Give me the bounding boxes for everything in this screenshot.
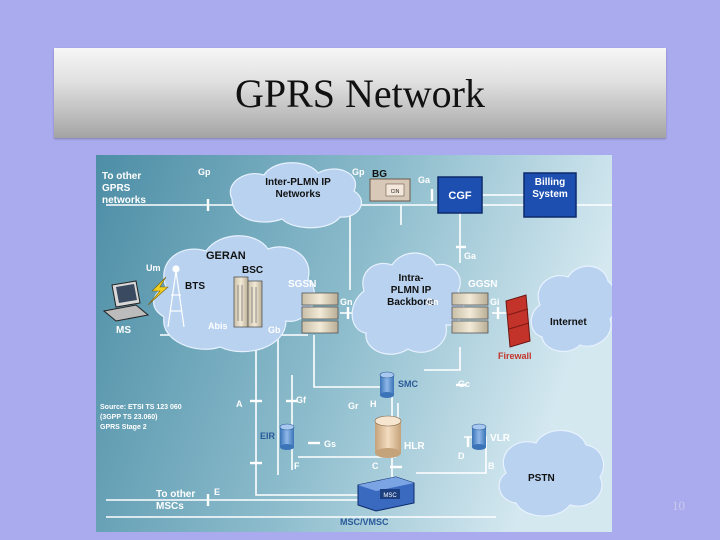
if-gs-label: Gs [324, 439, 336, 449]
if-gn2-label: Gn [426, 297, 439, 307]
slide-title: GPRS Network [234, 70, 486, 116]
ms-laptop-icon [102, 280, 150, 322]
bts-label: BTS [185, 281, 205, 292]
sgsn-label: SGSN [288, 279, 316, 290]
eir-label: EIR [260, 431, 276, 441]
gprs-network-diagram: CIN CGF Billing System [96, 155, 612, 532]
signal-bolt-icon [147, 276, 169, 306]
bsc-rack-icon [233, 276, 263, 328]
if-ga-label: Ga [418, 175, 431, 185]
bg-inner-label: CIN [391, 189, 400, 195]
intra-plmn-label: Intra- PLMN IP Backbone [387, 273, 435, 308]
if-d-label: D [458, 451, 465, 461]
hlr-label: HLR [404, 441, 425, 452]
if-abis-label: Abis [208, 321, 228, 331]
if-gf-label: Gf [296, 395, 307, 405]
title-bar: GPRS Network [54, 48, 666, 138]
internet-label: Internet [550, 317, 587, 328]
cgf-box: CGF [437, 176, 483, 214]
if-c-label: C [372, 461, 379, 471]
if-gr-label: Gr [348, 401, 359, 411]
other-mscs-label: To other MSCs [156, 489, 196, 512]
bts-tower-icon [167, 265, 185, 328]
source-line-2: (3GPP TS 23.060) [100, 414, 158, 421]
ggsn-label: GGSN [468, 279, 497, 290]
if-e-label: E [214, 487, 220, 497]
if-gc-label: Gc [458, 379, 470, 389]
pstn-label: PSTN [528, 473, 555, 484]
pstn-cloud [498, 429, 605, 517]
firewall-label: Firewall [498, 351, 532, 361]
bg-router: CIN [369, 178, 411, 202]
firewall-icon [505, 294, 531, 348]
sgsn-server-icon [301, 292, 339, 334]
msc-label: MSC/VMSC [340, 517, 389, 527]
hlr-database-icon [374, 415, 402, 458]
geran-label: GERAN [206, 250, 246, 262]
other-gprs-label: To other GPRS networks [102, 171, 146, 205]
if-ga2-label: Ga [464, 251, 477, 261]
smc-database-icon [379, 371, 395, 398]
vlr-label: VLR [490, 433, 511, 444]
if-a-label: A [236, 399, 243, 409]
billing-box: Billing System [523, 172, 577, 218]
smc-label: SMC [398, 379, 419, 389]
if-h-label: H [370, 399, 377, 409]
source-line-3: GPRS Stage 2 [100, 424, 147, 431]
if-um-label: Um [146, 263, 161, 273]
connection-lines [106, 194, 612, 518]
if-b-label: B [488, 461, 495, 471]
if-gp2-label: Gp [352, 167, 365, 177]
if-f-label: F [294, 461, 300, 471]
slide-number: 10 [672, 498, 685, 513]
internet-cloud [530, 265, 612, 353]
if-gp-label: Gp [198, 167, 211, 177]
ggsn-server-icon [451, 292, 489, 334]
vlr-database-icon [471, 423, 487, 450]
if-gn-label: Gn [340, 297, 353, 307]
source-note: Source: ETSI TS 123 060 (3GPP TS 23.060)… [100, 403, 240, 433]
if-gb-label: Gb [268, 325, 281, 335]
ms-label: MS [116, 325, 131, 336]
msc-inner-label: MSC [383, 493, 397, 499]
billing-label: Billing System [532, 177, 568, 200]
if-gi-label: Gi [490, 297, 500, 307]
eir-database-icon [279, 423, 295, 450]
bsc-label: BSC [242, 265, 263, 276]
bg-label: BG [372, 169, 387, 180]
msc-switch-icon: MSC [357, 476, 415, 512]
inter-plmn-label: Inter-PLMN IP Networks [265, 177, 331, 200]
source-line-1: Source: ETSI TS 123 060 [100, 404, 182, 411]
cgf-label: CGF [448, 190, 472, 202]
inter-plmn-cloud [229, 162, 362, 229]
